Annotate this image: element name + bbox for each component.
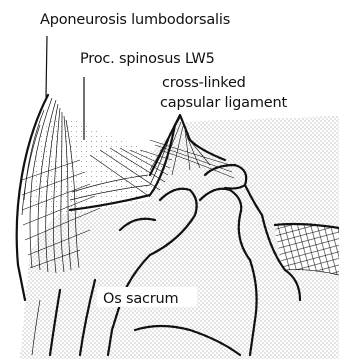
proc-spinosus-label: Proc. spinosus LW5	[80, 51, 215, 67]
aponeurosis-leader	[46, 36, 47, 97]
ligament-label-line1: cross-linked	[162, 75, 246, 91]
ligament-label-line2: capsular ligament	[160, 95, 287, 111]
os-sacrum-label: Os sacrum	[103, 291, 178, 307]
aponeurosis-label: Aponeurosis lumbodorsalis	[40, 12, 230, 28]
